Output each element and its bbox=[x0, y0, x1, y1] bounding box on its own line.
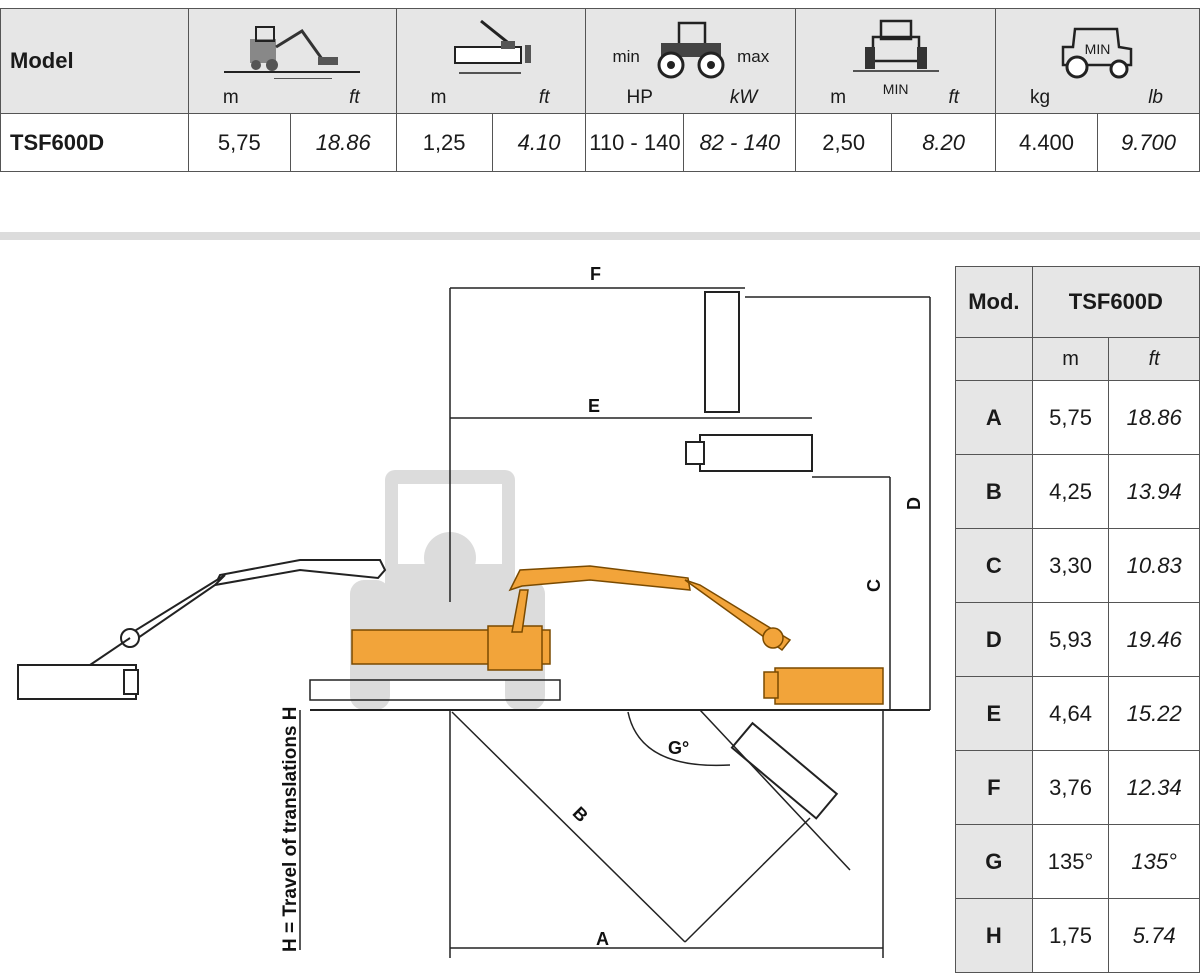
reach-unit-m: m bbox=[222, 87, 239, 108]
tractor-weight-unit-lb: lb bbox=[1148, 87, 1163, 108]
lowered-mower bbox=[730, 721, 839, 820]
tractor-weight-unit-kg: kg bbox=[1030, 87, 1051, 108]
section-divider bbox=[0, 232, 1200, 240]
mower-width-m-value: 1,25 bbox=[395, 113, 493, 172]
model-name: TSF600D bbox=[0, 113, 189, 172]
label-a: A bbox=[596, 929, 609, 949]
tractor-width-header: MIN m ft bbox=[795, 8, 997, 114]
power-hp-value: 110 - 140 bbox=[585, 113, 685, 172]
label-f: F bbox=[590, 264, 601, 284]
label-b: B bbox=[569, 803, 592, 826]
tractor-width-icon bbox=[852, 19, 939, 72]
mower-width-ft-value: 4.10 bbox=[491, 113, 587, 172]
tractor-weight-lb-value: 9.700 bbox=[1096, 113, 1200, 172]
label-d: D bbox=[904, 497, 924, 510]
mower-width-unit-ft: ft bbox=[538, 87, 550, 108]
tractor-weight-icon bbox=[1061, 27, 1132, 79]
reach-m-value: 5,75 bbox=[187, 113, 291, 172]
reach-header: m ft bbox=[187, 8, 397, 114]
mod-label: Mod. bbox=[955, 266, 1033, 338]
reach-unit-ft: ft bbox=[349, 87, 360, 108]
raised-mower bbox=[685, 291, 813, 472]
label-h: H = Travel of translations H bbox=[280, 707, 301, 953]
mower-width-icon bbox=[454, 19, 532, 74]
power-max-label: max bbox=[737, 47, 770, 66]
tractor-weight-header: MIN kg lb bbox=[995, 8, 1200, 114]
spec-table: Model m ft m ft bbox=[0, 8, 1200, 172]
reach-icon bbox=[224, 26, 361, 79]
mower-width-unit-m: m bbox=[430, 87, 447, 108]
power-unit-kw: kW bbox=[729, 87, 758, 108]
tractor-weight-min-label: MIN bbox=[1084, 41, 1111, 57]
reach-ft-value: 18.86 bbox=[289, 113, 397, 172]
side-unit-ft: ft bbox=[1108, 337, 1200, 381]
side-unit-m: m bbox=[1031, 337, 1110, 381]
mower-width-header: m ft bbox=[395, 8, 587, 114]
dimension-lines bbox=[299, 287, 931, 958]
label-e: E bbox=[588, 396, 600, 416]
label-c: C bbox=[864, 579, 884, 592]
tractor-width-unit-ft: ft bbox=[948, 87, 960, 108]
tractor-width-min-label: MIN bbox=[882, 81, 909, 97]
tractor-width-unit-m: m bbox=[830, 87, 847, 108]
left-arm bbox=[17, 559, 387, 700]
right-arm bbox=[351, 565, 884, 705]
power-kw-value: 82 - 140 bbox=[683, 113, 797, 172]
power-min-label: min bbox=[612, 47, 640, 66]
model-header: Model bbox=[0, 8, 189, 114]
tractor-power-icon bbox=[657, 21, 725, 79]
power-header: min max HP kW bbox=[585, 8, 797, 114]
label-g: G° bbox=[668, 738, 689, 758]
tractor-weight-kg-value: 4.400 bbox=[995, 113, 1098, 172]
tractor-width-ft-value: 8.20 bbox=[891, 113, 997, 172]
tractor-width-m-value: 2,50 bbox=[795, 113, 893, 172]
tractor-silhouette bbox=[350, 470, 545, 710]
side-model-name: TSF600D bbox=[1031, 266, 1200, 338]
dimension-diagram: F E D C G° B A H = Travel of translation… bbox=[17, 264, 931, 958]
power-unit-hp: HP bbox=[626, 87, 653, 108]
